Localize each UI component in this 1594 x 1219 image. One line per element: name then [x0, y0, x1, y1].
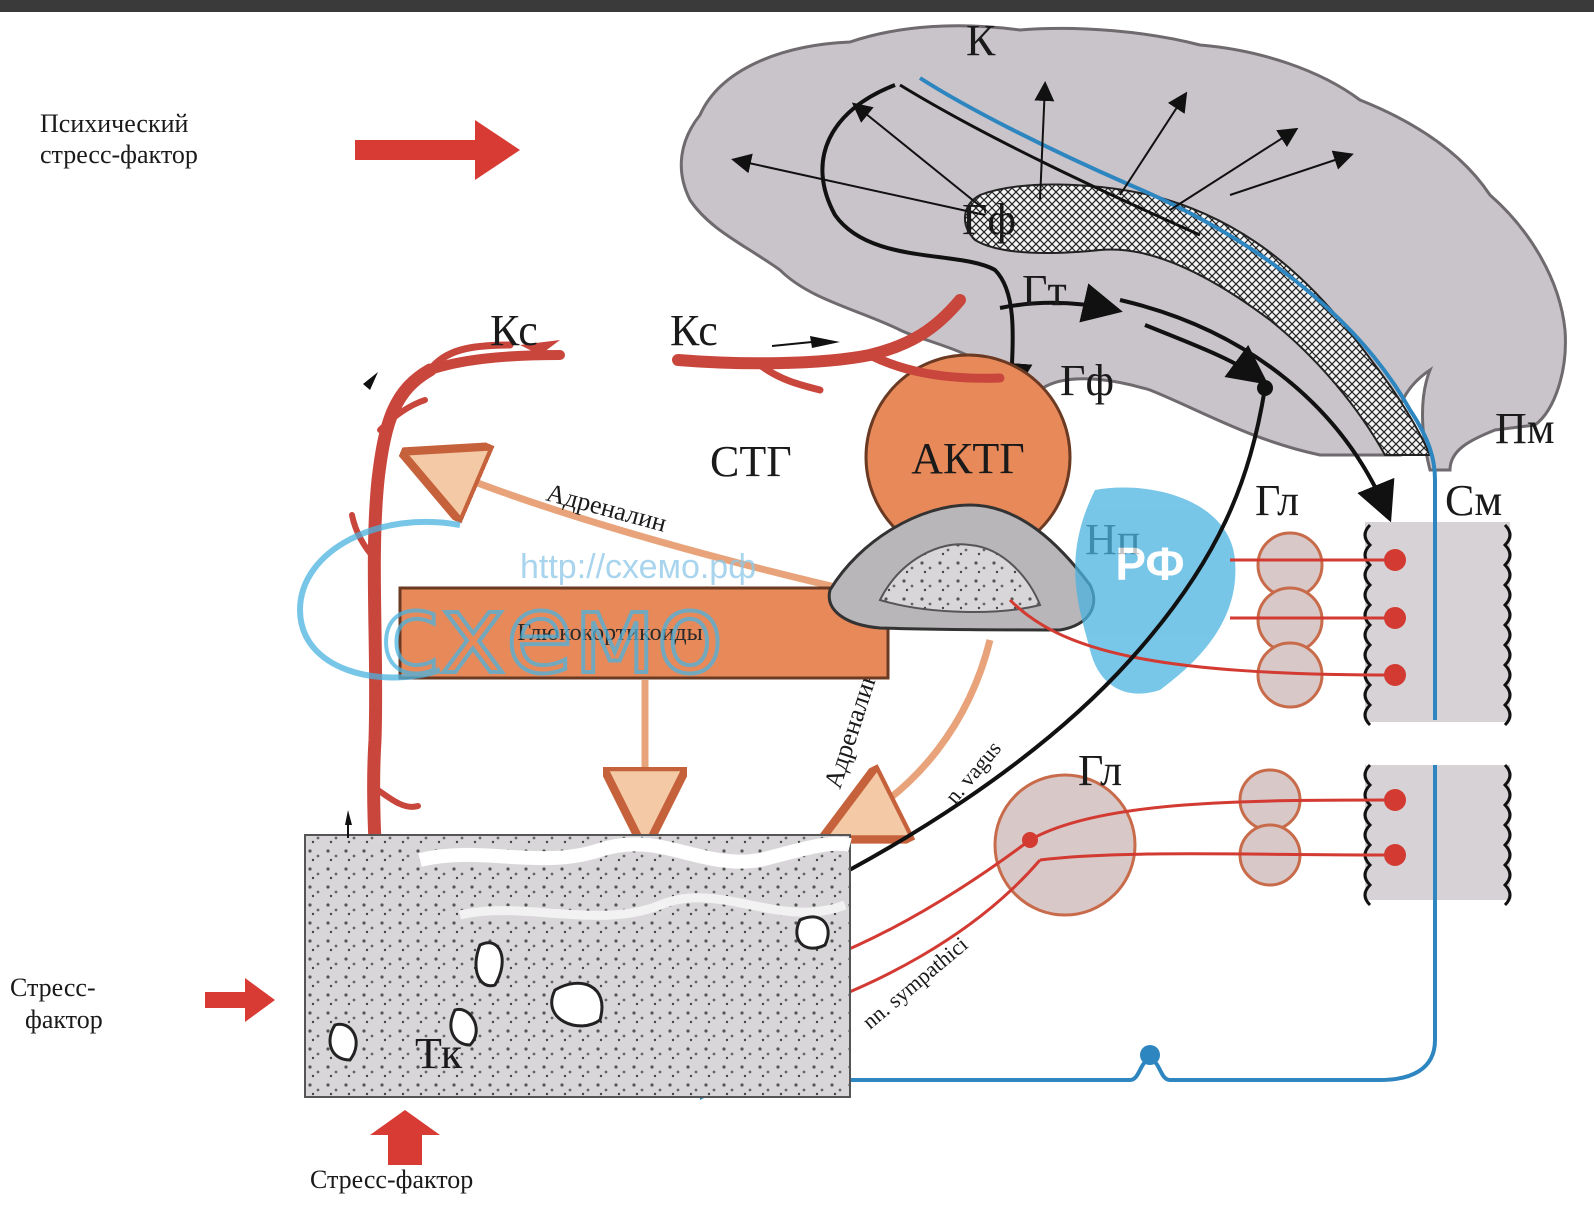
capillary-right-label: Кс — [670, 306, 718, 355]
stg-label: СТГ — [710, 437, 792, 486]
bottom-stress-arrow — [370, 1110, 440, 1165]
vagus-label: n. vagus — [940, 736, 1006, 808]
ganglion-lower-label: Гл — [1078, 746, 1122, 795]
brain — [681, 26, 1565, 515]
ganglion-upper-label: Гл — [1255, 476, 1299, 525]
adrenal-gland — [829, 505, 1094, 630]
psychic-stress-arrow — [355, 120, 520, 180]
cortex-label: К — [966, 16, 996, 65]
hypothalamus-label: Гт — [1022, 266, 1067, 315]
left-stress-line1: Стресс- — [10, 973, 96, 1002]
sympathetic-label: nn. sympathici — [857, 931, 972, 1033]
capillary-arrow-right — [810, 336, 840, 348]
tissue-block — [305, 835, 850, 1097]
pituitary-label: Гф — [1060, 356, 1114, 405]
capillary-left-label: Кс — [490, 306, 538, 355]
left-stress-arrow — [205, 978, 275, 1022]
watermark-tld: РФ — [1115, 538, 1184, 590]
left-stress-line2: фактор — [25, 1005, 103, 1034]
bottom-stress-label: Стресс-фактор — [310, 1165, 473, 1194]
medulla-label: Пм — [1495, 404, 1555, 453]
spinal-cord-label: См — [1445, 476, 1502, 525]
adrenaline-lower-label: Адреналин — [818, 666, 884, 792]
top-strip — [0, 0, 1594, 12]
ganglion-lower — [995, 770, 1300, 915]
reticular-label: Гф — [962, 195, 1016, 244]
actg-label: АКТГ — [911, 434, 1024, 483]
tissue-label: Тк — [415, 1029, 463, 1078]
psychic-stress-line2: стресс-фактор — [40, 140, 198, 169]
small-arrow-up — [363, 372, 378, 390]
watermark-brand: схемо — [380, 570, 724, 698]
psychic-stress-line1: Психический — [40, 109, 188, 138]
